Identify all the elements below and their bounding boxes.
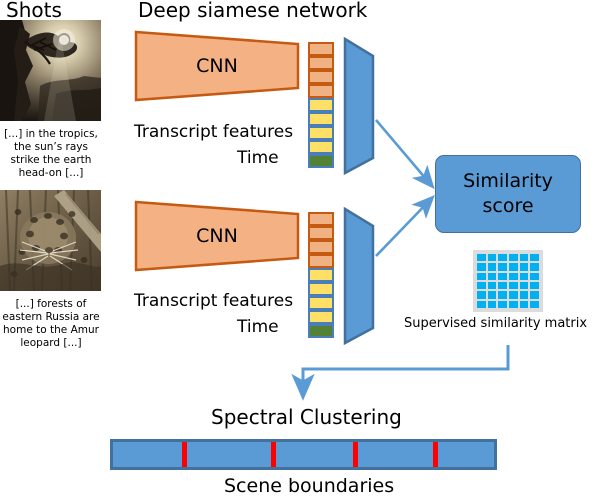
feature-column-2	[308, 212, 334, 338]
matrix-cell	[530, 263, 539, 271]
matrix-cell	[519, 291, 529, 299]
matrix-cell	[519, 272, 529, 280]
feature-box-orange	[308, 56, 334, 70]
shot-caption-1: [...] in the tropics, the sun’s rays str…	[4, 128, 98, 179]
matrix-cell	[530, 282, 539, 290]
feature-box-yellow	[308, 296, 334, 310]
shots-heading: Shots	[6, 0, 62, 22]
embedding-trapezoid-1	[342, 36, 376, 176]
feature-box-yellow	[308, 282, 334, 296]
matrix-cell	[487, 263, 497, 271]
matrix-cell	[498, 272, 507, 280]
feature-box-yellow	[308, 112, 334, 126]
supervised-similarity-matrix-label: Supervised similarity matrix	[404, 316, 588, 331]
feature-box-green	[308, 324, 334, 338]
feature-box-orange	[308, 240, 334, 254]
matrix-cell	[509, 291, 518, 299]
feature-box-yellow	[308, 98, 334, 112]
scene-boundary-marker	[181, 442, 187, 467]
matrix-cell	[487, 282, 497, 290]
matrix-cell	[487, 272, 497, 280]
feature-column-1	[308, 42, 334, 168]
supervised-similarity-matrix	[473, 250, 543, 312]
matrix-cell	[487, 254, 497, 262]
time-label-1: Time	[237, 148, 279, 168]
scene-timeline-bar[interactable]	[110, 439, 497, 470]
matrix-cell	[519, 254, 529, 262]
matrix-cell	[509, 300, 518, 308]
feature-box-orange	[308, 42, 334, 56]
cnn-trapezoid-1: CNN	[134, 30, 300, 102]
transcript-features-label-1: Transcript features	[134, 122, 294, 142]
embedding-trapezoid-2	[342, 206, 376, 346]
feature-box-orange	[308, 226, 334, 240]
feature-box-yellow	[308, 140, 334, 154]
feature-box-orange	[308, 84, 334, 98]
matrix-cell	[530, 291, 539, 299]
matrix-cell	[530, 272, 539, 280]
matrix-cell	[509, 254, 518, 262]
matrix-cell	[519, 300, 529, 308]
matrix-cell	[477, 272, 486, 280]
similarity-score-box[interactable]: Similarity score	[435, 155, 581, 233]
matrix-cell	[498, 263, 507, 271]
arrow-matrix-to-spectral	[291, 345, 510, 401]
matrix-cell	[477, 291, 486, 299]
matrix-cell	[477, 300, 486, 308]
network-heading: Deep siamese network	[138, 0, 368, 22]
feature-box-orange	[308, 70, 334, 84]
matrix-cell	[519, 282, 529, 290]
similarity-score-line1: Similarity	[463, 170, 553, 192]
transcript-features-label-2: Transcript features	[134, 291, 294, 311]
cnn-label-2: CNN	[196, 225, 238, 247]
shot-thumbnail-2	[0, 190, 101, 291]
matrix-cell	[487, 291, 497, 299]
matrix-cell	[530, 300, 539, 308]
feature-box-yellow	[308, 126, 334, 140]
cnn-label-1: CNN	[196, 55, 238, 77]
scene-boundary-marker	[271, 442, 277, 467]
scene-boundary-marker	[353, 442, 359, 467]
feature-box-green	[308, 154, 334, 168]
matrix-cell	[509, 282, 518, 290]
matrix-cell	[498, 254, 507, 262]
feature-box-orange	[308, 212, 334, 226]
matrix-cell	[498, 282, 507, 290]
matrix-cell	[509, 263, 518, 271]
scene-boundary-marker	[433, 442, 439, 467]
matrix-cell	[509, 272, 518, 280]
matrix-cell	[487, 300, 497, 308]
time-label-2: Time	[237, 317, 279, 337]
matrix-cell	[498, 291, 507, 299]
matrix-cell	[477, 254, 486, 262]
shot-thumbnail-1	[0, 20, 101, 121]
matrix-cell	[477, 263, 486, 271]
cnn-trapezoid-2: CNN	[134, 200, 300, 272]
scene-boundaries-label: Scene boundaries	[224, 475, 395, 497]
shot-caption-2: [...] forests of eastern Russia are home…	[2, 298, 100, 349]
arrow-branch1-to-similarity	[375, 119, 435, 190]
feature-box-yellow	[308, 310, 334, 324]
matrix-cell	[530, 254, 539, 262]
arrow-branch2-to-similarity	[375, 195, 435, 257]
feature-box-orange	[308, 254, 334, 268]
matrix-cell	[498, 300, 507, 308]
matrix-cell	[477, 282, 486, 290]
spectral-clustering-title: Spectral Clustering	[211, 405, 402, 429]
matrix-cell	[519, 263, 529, 271]
similarity-score-line2: score	[482, 195, 534, 217]
feature-box-yellow	[308, 268, 334, 282]
